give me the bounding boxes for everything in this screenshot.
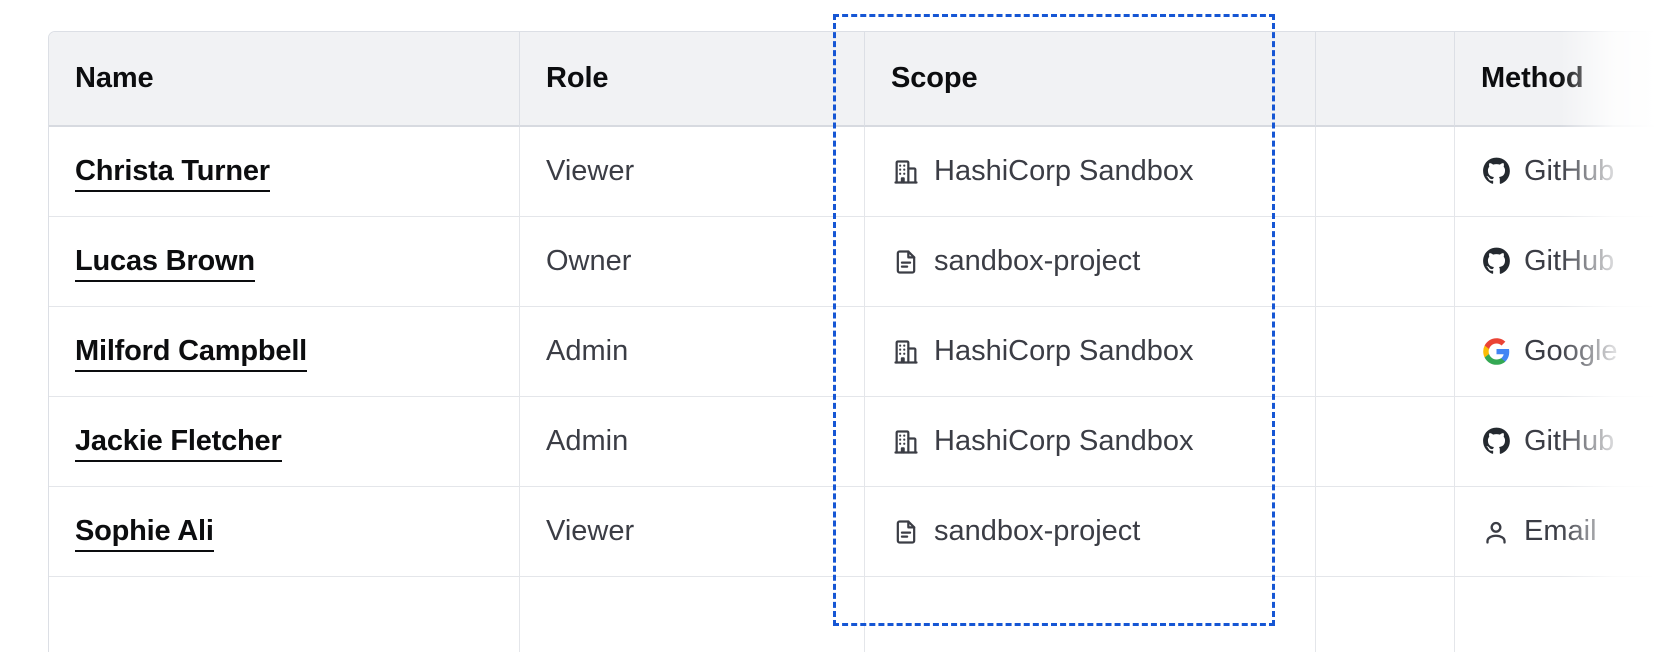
column-header-blank: [1316, 32, 1455, 127]
cell-scope: HashiCorp Sandbox: [865, 307, 1316, 397]
cell-blank: [1316, 217, 1455, 307]
cell-blank: [1316, 577, 1455, 652]
github-icon: [1481, 427, 1511, 457]
member-name-link[interactable]: Jackie Fletcher: [75, 425, 282, 462]
method-label: GitHub: [1524, 425, 1615, 457]
google-icon: [1481, 337, 1511, 367]
cell-method: Google: [1455, 307, 1672, 397]
column-header-role[interactable]: Role: [520, 32, 865, 127]
members-table: Name Role Scope Method Christa Turner Vi…: [48, 31, 1672, 652]
table-row[interactable]: Lucas Brown Owner sa: [49, 217, 1672, 307]
cell-scope: HashiCorp Sandbox: [865, 397, 1316, 487]
members-table-scroll-container[interactable]: Name Role Scope Method Christa Turner Vi…: [48, 31, 1672, 652]
cell-role: Owner: [520, 217, 865, 307]
table-row[interactable]: Jackie Fletcher Admin: [49, 397, 1672, 487]
method-label: Email: [1524, 515, 1597, 547]
table-header-row: Name Role Scope Method: [49, 32, 1672, 127]
cell-role: Admin: [520, 397, 865, 487]
table-body: Christa Turner Viewer: [49, 127, 1672, 652]
cell-role: Admin: [520, 307, 865, 397]
member-name-link[interactable]: Christa Turner: [75, 155, 270, 192]
cell-role: Viewer: [520, 487, 865, 577]
cell-role: Viewer: [520, 127, 865, 217]
table-row[interactable]: Christa Turner Viewer: [49, 127, 1672, 217]
org-building-icon: [891, 337, 921, 367]
scope-label: sandbox-project: [934, 245, 1141, 277]
cell-name: Christa Turner: [49, 127, 520, 217]
member-name-link[interactable]: Sophie Ali: [75, 515, 214, 552]
column-header-method[interactable]: Method: [1455, 32, 1672, 127]
cell-blank: [1316, 397, 1455, 487]
cell-scope: sandbox-project: [865, 217, 1316, 307]
cell-scope: HashiCorp Sandbox: [865, 127, 1316, 217]
github-icon: [1481, 247, 1511, 277]
table-row[interactable]: [49, 577, 1672, 652]
project-file-icon: [891, 517, 921, 547]
method-label: GitHub: [1524, 245, 1615, 277]
cell-method: Email: [1455, 487, 1672, 577]
column-header-name[interactable]: Name: [49, 32, 520, 127]
org-building-icon: [891, 157, 921, 187]
scope-label: HashiCorp Sandbox: [934, 425, 1194, 457]
cell-method: GitHub: [1455, 397, 1672, 487]
github-icon: [1481, 157, 1511, 187]
project-file-icon: [891, 247, 921, 277]
table-header: Name Role Scope Method: [49, 32, 1672, 127]
table-row[interactable]: Sophie Ali Viewer sa: [49, 487, 1672, 577]
cell-blank: [1316, 487, 1455, 577]
cell-name: Lucas Brown: [49, 217, 520, 307]
user-icon: [1481, 517, 1511, 547]
cell-blank: [1316, 127, 1455, 217]
cell-method: [1455, 577, 1672, 652]
member-name-link[interactable]: Milford Campbell: [75, 335, 307, 372]
cell-name: Sophie Ali: [49, 487, 520, 577]
column-header-scope[interactable]: Scope: [865, 32, 1316, 127]
member-name-link[interactable]: Lucas Brown: [75, 245, 255, 282]
method-label: Google: [1524, 335, 1618, 367]
scope-label: sandbox-project: [934, 515, 1141, 547]
org-building-icon: [891, 427, 921, 457]
cell-scope: [865, 577, 1316, 652]
cell-role: [520, 577, 865, 652]
method-label: GitHub: [1524, 155, 1615, 187]
cell-blank: [1316, 307, 1455, 397]
scope-label: HashiCorp Sandbox: [934, 155, 1194, 187]
cell-method: GitHub: [1455, 127, 1672, 217]
cell-name: Milford Campbell: [49, 307, 520, 397]
scope-label: HashiCorp Sandbox: [934, 335, 1194, 367]
cell-scope: sandbox-project: [865, 487, 1316, 577]
cell-method: GitHub: [1455, 217, 1672, 307]
table-row[interactable]: Milford Campbell Admin: [49, 307, 1672, 397]
cell-name: Jackie Fletcher: [49, 397, 520, 487]
cell-name: [49, 577, 520, 652]
